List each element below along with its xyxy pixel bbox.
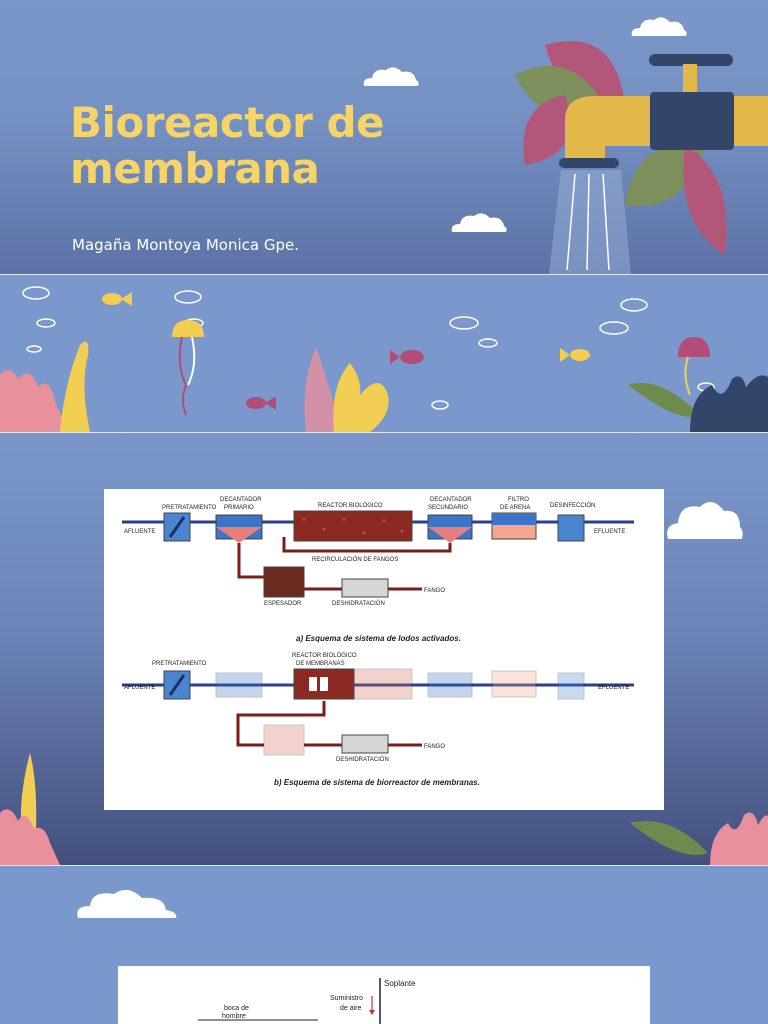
label-efluente: EFLUENTE — [594, 529, 625, 535]
label-soplante: Soplante — [384, 979, 416, 988]
title-slide: Bioreactor de membrana Magaña Montoya Mo… — [0, 0, 768, 274]
diagram-b: PRETRATAMIENTO REACTOR BIOLÓGICO DE MEMB… — [122, 652, 634, 787]
cloud-icon — [631, 17, 687, 36]
ocean-decoration-slide — [0, 275, 768, 432]
aeration-diagram: Soplante Suministro de aire boca de homb… — [118, 966, 650, 1024]
label-reactor-biologico: REACTOR BIOLÓGICO — [318, 502, 383, 509]
label-deshidratacion-b: DESHIDRATACIÓN — [336, 756, 389, 763]
coral-illustration — [630, 812, 768, 865]
fish-icon — [390, 350, 424, 364]
author-name: Magaña Montoya Monica Gpe. — [72, 236, 299, 254]
label-pretratamiento-b: PRETRATAMIENTO — [152, 661, 207, 667]
label-desinfeccion: DESINFECCIÓN — [550, 502, 595, 509]
label-efluente-b: EFLUENTE — [598, 685, 629, 691]
cloud-icon — [451, 213, 507, 232]
jellyfish-icon — [678, 337, 710, 396]
label-fango-b: FANGO — [424, 744, 445, 750]
label-reactor-b-2: DE MEMBRANAS — [296, 661, 345, 667]
seaweed-illustration — [0, 753, 60, 865]
fish-icon — [246, 396, 276, 410]
label-espesador: ESPESADOR — [264, 601, 302, 607]
label-pretratamiento: PRETRATAMIENTO — [162, 505, 217, 511]
label-reactor-b-1: REACTOR BIOLÓGICO — [292, 652, 357, 659]
label-boca-1: boca de — [224, 1005, 249, 1012]
page-title: Bioreactor de membrana — [70, 98, 385, 193]
label-decantador-primario-2: PRIMARIO — [224, 505, 254, 511]
diagram-a: PRETRATAMIENTO DECANTADOR PRIMARIO REACT… — [122, 497, 634, 643]
fish-icon — [560, 348, 590, 362]
ocean-illustration — [0, 286, 768, 432]
label-filtro-1: FILTRO — [508, 497, 529, 503]
label-decantador-secundario-1: DECANTADOR — [430, 497, 472, 503]
title-line-2: membrana — [70, 144, 320, 193]
label-boca-2: hombre — [222, 1013, 246, 1020]
cloud-icon — [363, 67, 419, 86]
faucet-icon — [549, 54, 768, 274]
diagram-slide: PRETRATAMIENTO DECANTADOR PRIMARIO REACT… — [0, 433, 768, 865]
label-decantador-secundario-2: SECUNDARIO — [428, 505, 468, 511]
caption-a: a) Esquema de sistema de lodos activados… — [296, 634, 461, 643]
cloud-icon — [77, 889, 177, 918]
leaves-illustration — [515, 41, 727, 255]
jellyfish-icon — [172, 320, 204, 416]
cloud-icon — [667, 501, 743, 539]
process-diagram: PRETRATAMIENTO DECANTADOR PRIMARIO REACT… — [104, 489, 664, 810]
label-decantador-primario-1: DECANTADOR — [220, 497, 262, 503]
label-fango: FANGO — [424, 588, 445, 594]
label-afluente: AFLUENTE — [124, 529, 155, 535]
title-line-1: Bioreactor de — [70, 98, 385, 147]
label-deshidratacion: DESHIDRATACIÓN — [332, 600, 385, 607]
caption-b: b) Esquema de sistema de biorreactor de … — [274, 778, 480, 787]
label-recirculacion: RECIRCULACIÓN DE FANGOS — [312, 556, 398, 563]
diagram-slide-2: Soplante Suministro de aire boca de homb… — [0, 866, 768, 1024]
label-afluente-b: AFLUENTE — [124, 685, 155, 691]
label-filtro-2: DE ARENA — [500, 505, 530, 511]
label-suministro-2: de aire — [340, 1005, 362, 1012]
fish-icon — [102, 292, 132, 306]
label-suministro-1: Suministro — [330, 995, 363, 1002]
